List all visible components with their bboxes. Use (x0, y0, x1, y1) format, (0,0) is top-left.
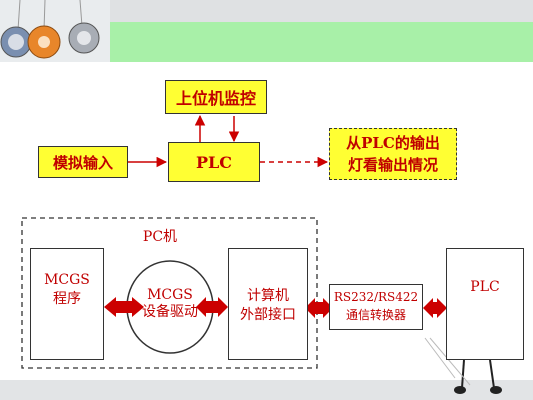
header-green-band (110, 22, 533, 62)
header-decoration (0, 0, 110, 62)
double-arrow-program-driver (104, 297, 144, 317)
pc-label: PC机 (142, 229, 178, 245)
header-top-bar (0, 0, 533, 22)
mcgs-program-label: MCGS 程序 (44, 272, 90, 307)
double-arrow-driver-interface (196, 297, 228, 317)
ext-interface-label: 计算机 外部接口 (240, 288, 296, 323)
sim-input-box: 模拟输入 (38, 146, 128, 178)
converter-box: RS232/RS422 通信转换器 (329, 284, 423, 330)
sim-input-label: 模拟输入 (52, 153, 113, 172)
host-monitor-box: 上位机监控 (165, 80, 267, 114)
double-arrow-interface-converter (305, 298, 333, 318)
decorative-spheres-icon (0, 0, 100, 59)
top-plc-box: PLC (168, 142, 260, 182)
bottom-plc-label: PLC (470, 279, 500, 295)
bottom-plc-box: PLC (446, 248, 524, 360)
mcgs-driver-label: MCGS 设备驱动 (142, 287, 198, 320)
double-arrow-converter-plc (423, 298, 447, 318)
mcgs-program-box: MCGS 程序 (30, 248, 104, 360)
converter-label: RS232/RS422 通信转换器 (333, 290, 419, 322)
top-plc-label: PLC (195, 152, 232, 172)
output-note-box: 从PLC的输出 灯看输出情况 (329, 128, 457, 180)
footer-bar (0, 380, 533, 400)
host-monitor-label: 上位机监控 (175, 89, 256, 108)
ext-interface-box: 计算机 外部接口 (228, 248, 308, 360)
output-note-label: 从PLC的输出 灯看输出情况 (346, 134, 440, 174)
carrier-figure-icon (424, 337, 502, 394)
pc-container (21, 217, 318, 369)
